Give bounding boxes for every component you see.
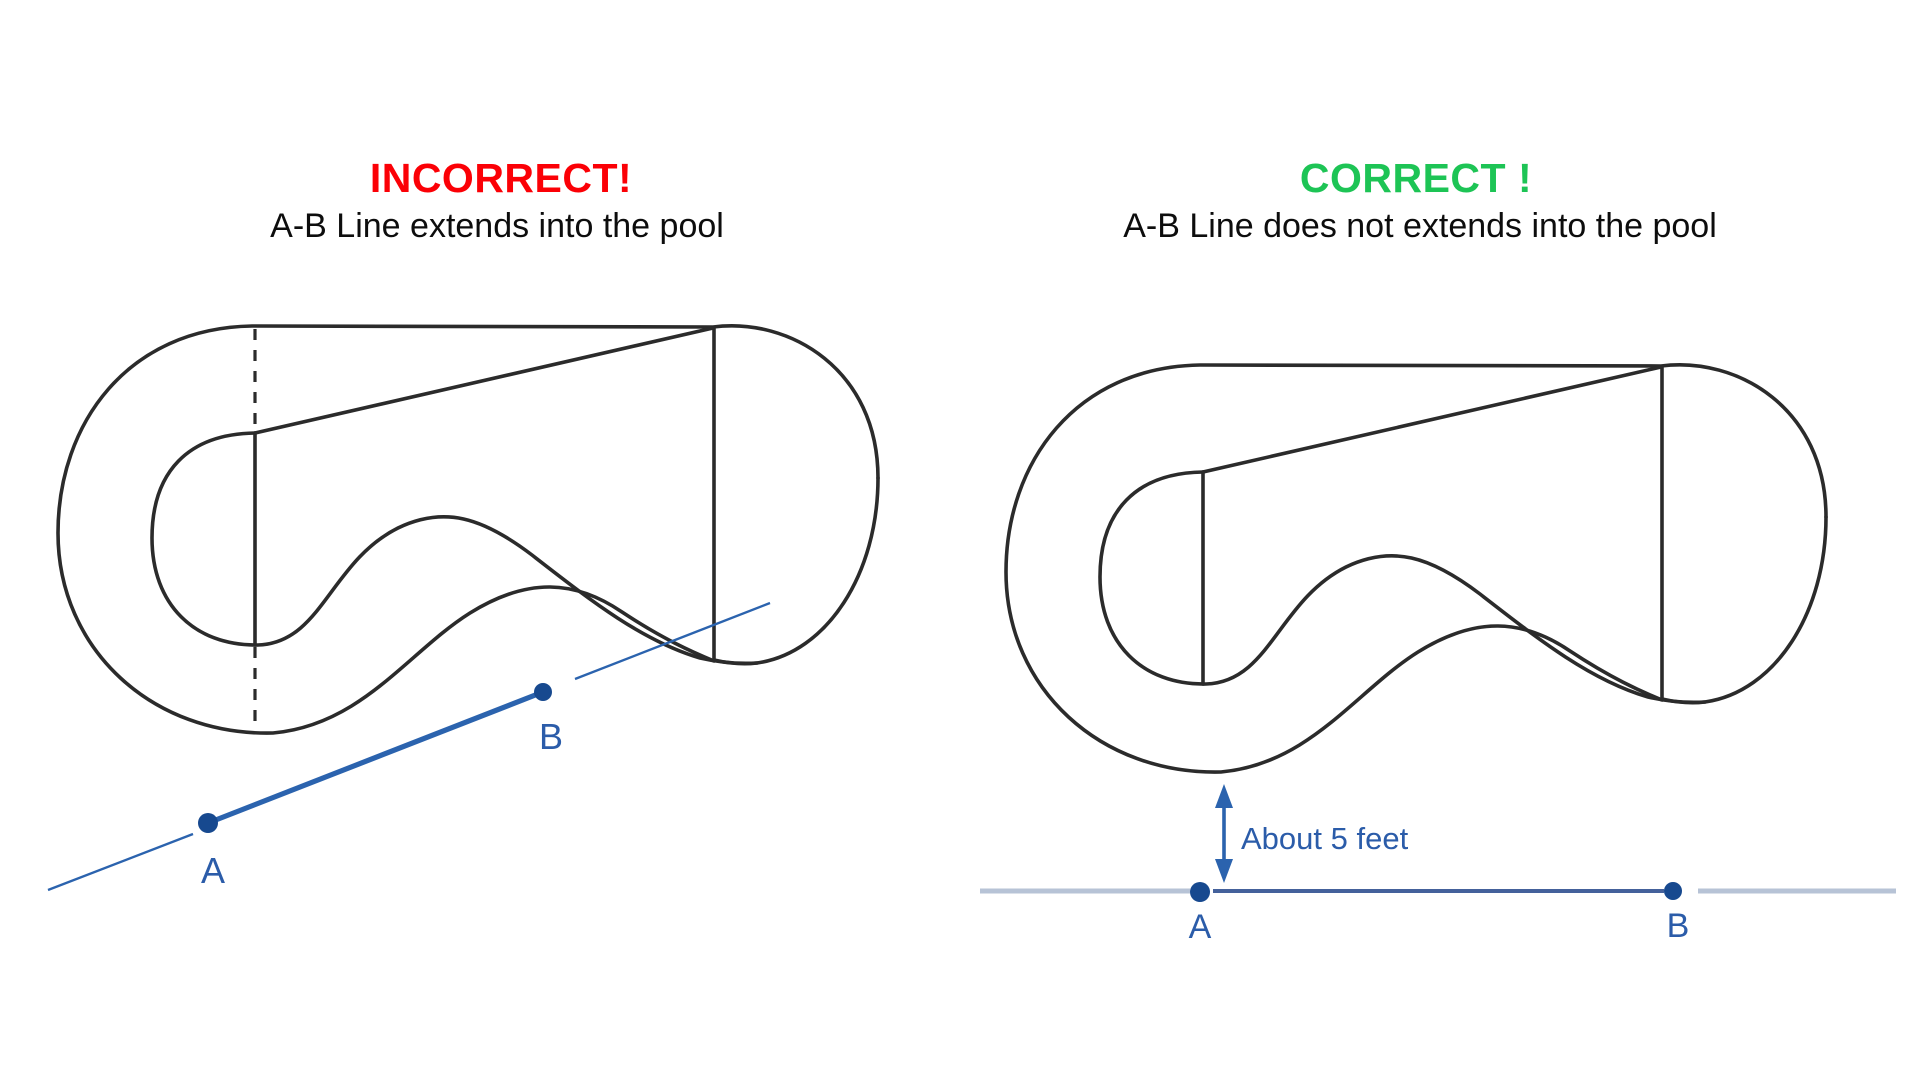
incorrect-pool-drawing [56, 324, 880, 735]
point-b-marker [1664, 882, 1682, 900]
correct-title: CORRECT ! [1299, 155, 1533, 201]
ab-extension-before-a [47, 832, 194, 892]
point-a-marker [198, 813, 218, 833]
point-b-marker [534, 683, 552, 701]
distance-arrow [1215, 784, 1233, 883]
correct-ab-line-group [980, 882, 1896, 902]
correct-pool-drawing [1004, 363, 1828, 774]
incorrect-subtitle: A-B Line extends into the pool [270, 207, 724, 245]
point-b-label: B [1666, 907, 1690, 945]
arrow-up-head-icon [1215, 784, 1233, 808]
point-a-marker [1190, 882, 1210, 902]
incorrect-title: INCORRECT! [369, 155, 633, 201]
correct-subtitle: A-B Line does not extends into the pool [1123, 207, 1717, 245]
arrow-down-head-icon [1215, 859, 1233, 883]
distance-annotation: About 5 feet [1241, 821, 1409, 856]
point-a-label: A [1188, 908, 1212, 946]
point-b-label: B [538, 716, 564, 757]
ab-segment [207, 689, 544, 826]
point-a-label: A [200, 850, 226, 891]
ab-extension-after-b [574, 601, 771, 681]
incorrect-ab-line-group [47, 601, 771, 892]
